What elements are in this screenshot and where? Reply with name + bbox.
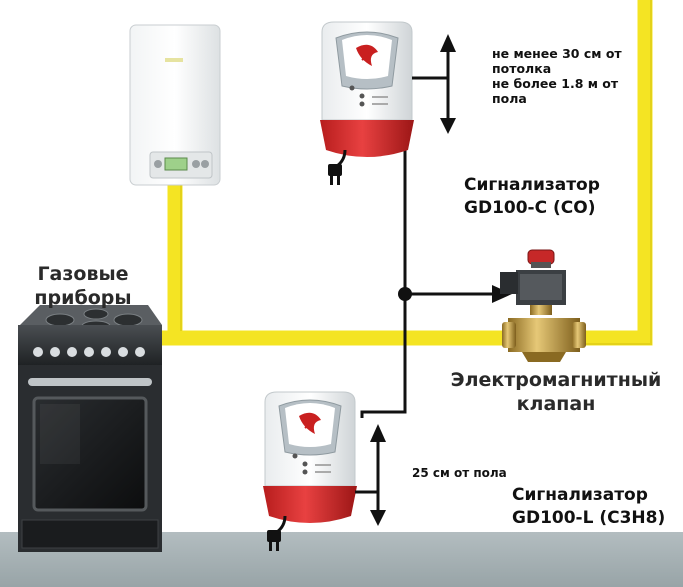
valve-label: Электромагнитный клапан xyxy=(450,369,662,415)
power-plug-bottom-icon xyxy=(267,515,287,551)
gas-stove-icon xyxy=(18,305,162,552)
wire-junction xyxy=(398,287,412,301)
height-arrow-top xyxy=(412,34,456,134)
detector-bottom-name: Сигнализатор GD100-L (С3Н8) xyxy=(512,485,666,528)
height-arrow-bottom xyxy=(355,424,386,526)
gas-detector-top-icon xyxy=(320,21,414,157)
power-plug-top-icon xyxy=(328,149,347,185)
gas-detector-bottom-icon xyxy=(263,391,357,523)
detector-top-name: Сигнализатор GD100-C (CO) xyxy=(464,175,600,218)
detector-bottom-placement-note: 25 см от пола xyxy=(412,466,507,480)
gas-appliances-label: Газовые приборы xyxy=(34,263,132,309)
detector-top-placement-note: не менее 30 см от потолка не более 1.8 м… xyxy=(492,46,622,106)
boiler-icon xyxy=(129,24,221,186)
solenoid-valve-icon xyxy=(500,249,586,362)
